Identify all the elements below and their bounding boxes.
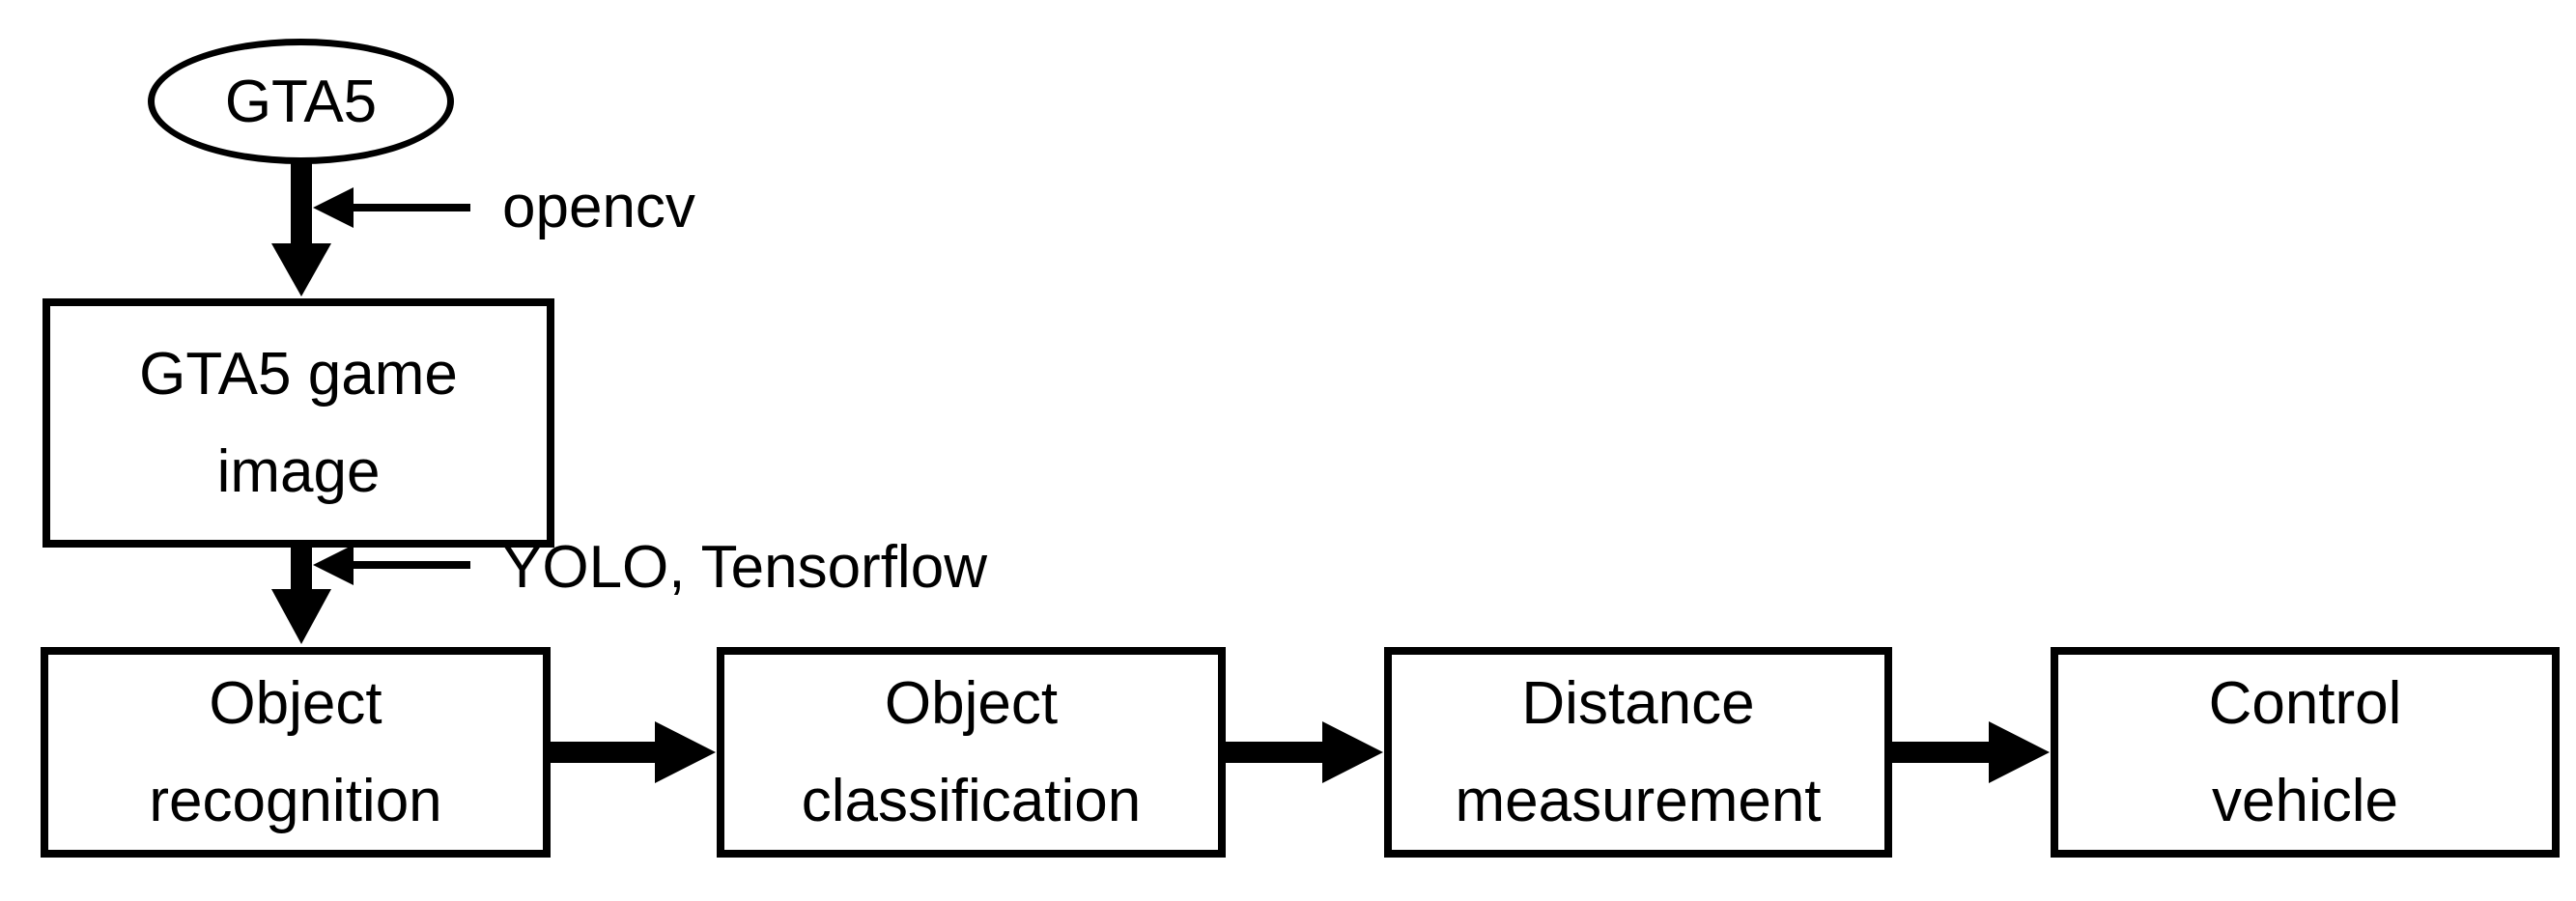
box-label-line: image (216, 438, 381, 505)
arrow-measurement-to-control (1888, 721, 2050, 783)
box-label-line: Distance (1521, 670, 1755, 737)
arrow-gta5-to-game-image (271, 160, 331, 296)
box-label-line: vehicle (2212, 768, 2398, 834)
box-label-line: classification (801, 768, 1142, 834)
yolo-annotation-arrow (313, 545, 470, 585)
object-recognition-box: Object recognition (41, 647, 551, 858)
gta5-game-image-box: GTA5 game image (42, 298, 554, 548)
arrow-classification-to-measurement (1222, 721, 1383, 783)
distance-measurement-box: Distance measurement (1384, 647, 1892, 858)
opencv-annotation-arrow (313, 187, 470, 228)
box-label-line: GTA5 game (139, 341, 458, 408)
box-label-line: recognition (149, 768, 442, 834)
box-label-line: Object (884, 670, 1059, 737)
gta5-ellipse-node: GTA5 (148, 39, 454, 164)
arrow-recognition-to-classification (547, 721, 716, 783)
box-label-line: Control (2208, 670, 2402, 737)
gta5-label: GTA5 (224, 68, 378, 135)
box-label-line: Object (209, 670, 382, 737)
arrow-game-image-to-recognition (271, 544, 331, 644)
box-label-line: measurement (1455, 768, 1822, 834)
opencv-label: opencv (502, 174, 695, 240)
control-vehicle-box: Control vehicle (2051, 647, 2560, 858)
yolo-tensorflow-label: YOLO, Tensorflow (502, 534, 987, 601)
object-classification-box: Object classification (717, 647, 1226, 858)
